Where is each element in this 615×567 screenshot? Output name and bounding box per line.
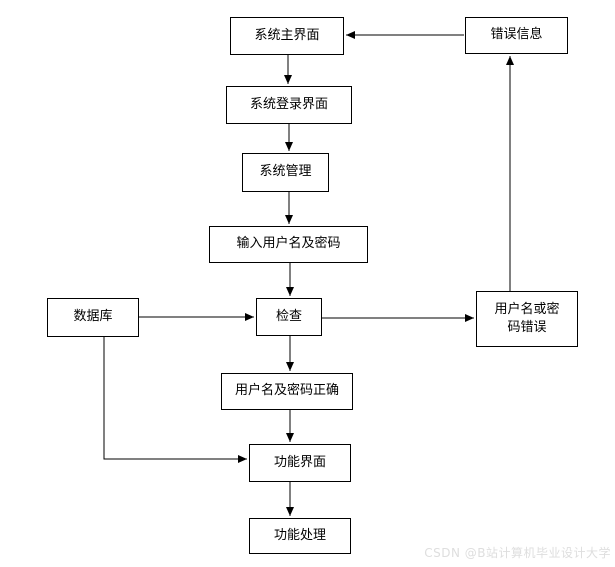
node-system-login-interface: 系统登录界面 [226, 86, 352, 124]
node-system-main-interface: 系统主界面 [230, 17, 344, 55]
watermark: CSDN @B站计算机毕业设计大学 [424, 546, 611, 560]
edge-database-to-funcui [103, 337, 247, 463]
node-system-management: 系统管理 [242, 153, 329, 192]
node-username-password-correct: 用户名及密码正确 [221, 373, 353, 410]
node-database: 数据库 [47, 298, 139, 337]
node-username-password-wrong: 用户名或密 码错误 [476, 291, 578, 347]
node-function-processing: 功能处理 [249, 518, 351, 554]
node-function-interface: 功能界面 [249, 444, 351, 482]
node-error-message: 错误信息 [465, 17, 568, 54]
node-enter-username-password: 输入用户名及密码 [209, 226, 368, 263]
node-check: 检查 [256, 298, 322, 336]
